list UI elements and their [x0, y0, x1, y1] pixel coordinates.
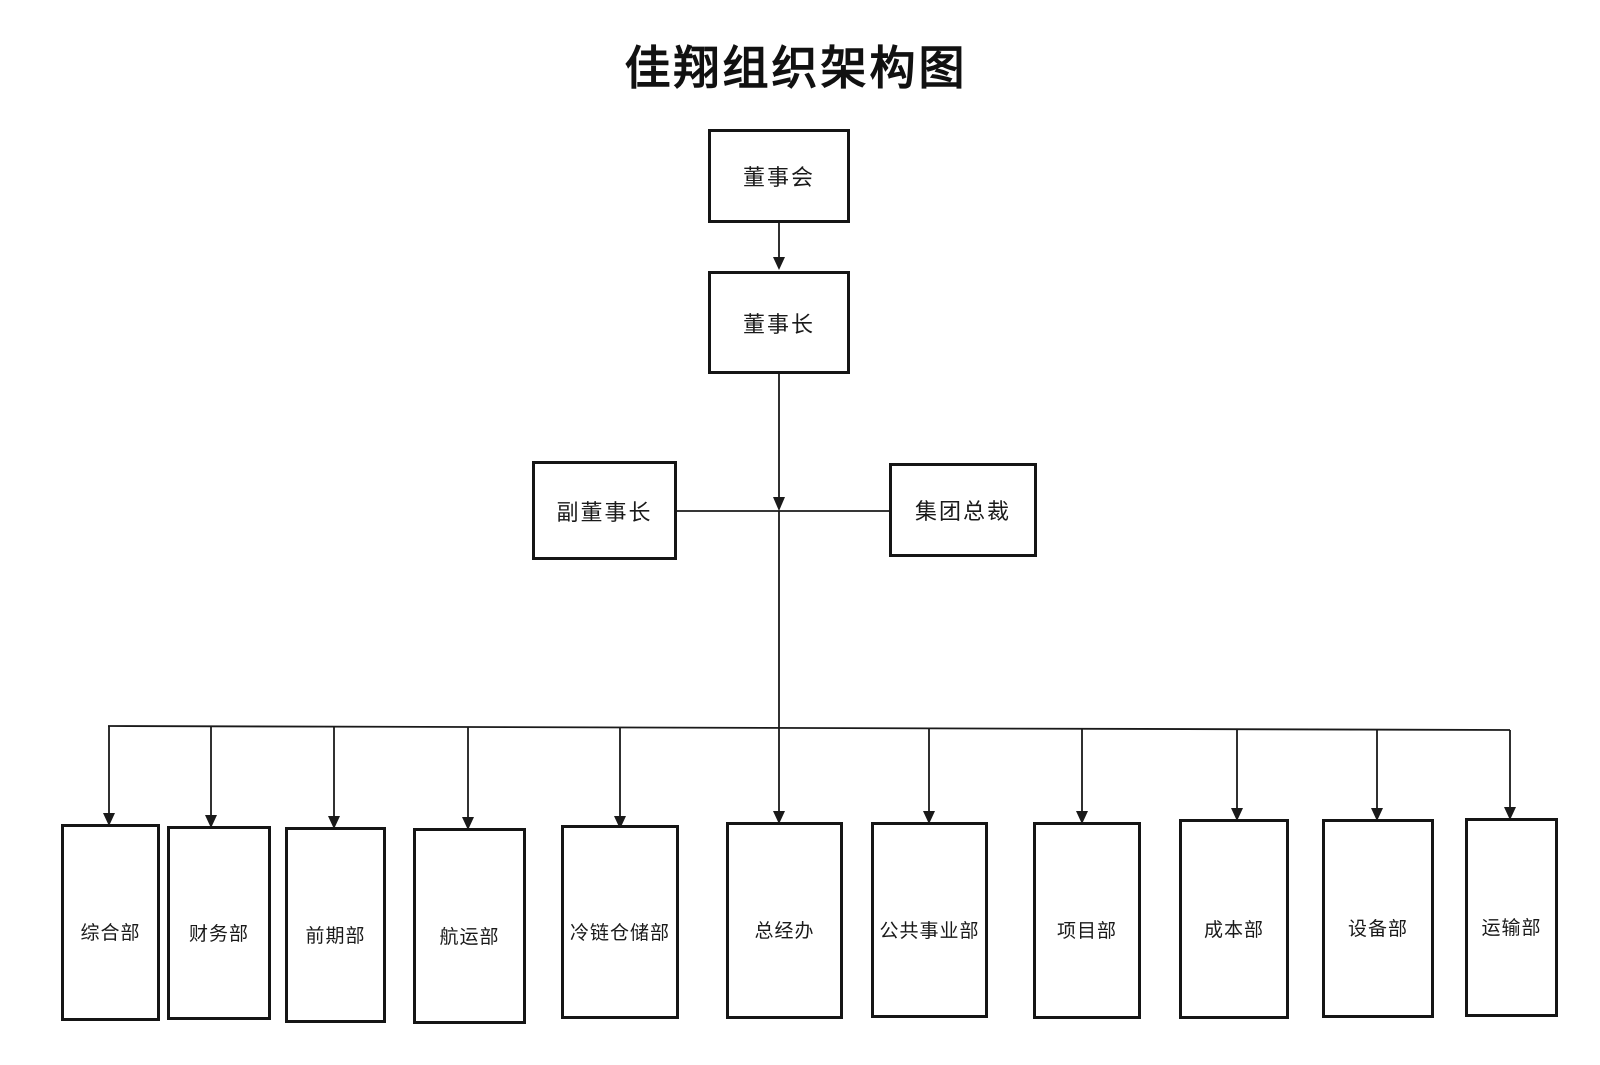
org-box-equipment-dept: 设备部 [1322, 819, 1434, 1018]
org-box-group-president: 集团总裁 [889, 463, 1037, 557]
org-box-preliminary-dept: 前期部 [285, 827, 386, 1023]
connector-drop-8 [1076, 729, 1088, 824]
org-box-board-of-directors: 董事会 [708, 129, 850, 223]
org-box-shipping-dept: 航运部 [413, 828, 526, 1024]
org-box-finance-dept: 财务部 [167, 826, 271, 1020]
connector-drop-11 [1504, 730, 1516, 820]
org-box-chairman: 董事长 [708, 271, 850, 374]
connector-drop-6 [773, 729, 785, 824]
org-box-vice-chairman: 副董事长 [532, 461, 677, 560]
page-title: 佳翔组织架构图 [624, 43, 968, 94]
connector-drop-1 [103, 726, 115, 826]
connector-chairman-to-junction [773, 374, 785, 511]
org-box-transportation-dept: 运输部 [1465, 818, 1558, 1017]
org-box-cost-dept: 成本部 [1179, 819, 1289, 1019]
connector-drop-2 [205, 726, 217, 828]
org-box-general-affairs-dept: 综合部 [61, 824, 160, 1021]
org-box-cold-chain-warehouse-dept: 冷链仓储部 [561, 825, 679, 1019]
org-box-public-utilities-dept: 公共事业部 [871, 822, 988, 1018]
connector-drop-10 [1371, 730, 1383, 821]
connector-drop-3 [328, 727, 340, 829]
connector-drop-5 [614, 727, 626, 829]
connector-drop-9 [1231, 729, 1243, 821]
org-box-project-dept: 项目部 [1033, 822, 1141, 1019]
connector-board-to-chairman [773, 223, 785, 270]
connector-drop-7 [923, 728, 935, 824]
connector-bus-line [107, 725, 1511, 731]
org-box-gm-office: 总经办 [726, 822, 843, 1019]
connector-drop-4 [462, 727, 474, 830]
